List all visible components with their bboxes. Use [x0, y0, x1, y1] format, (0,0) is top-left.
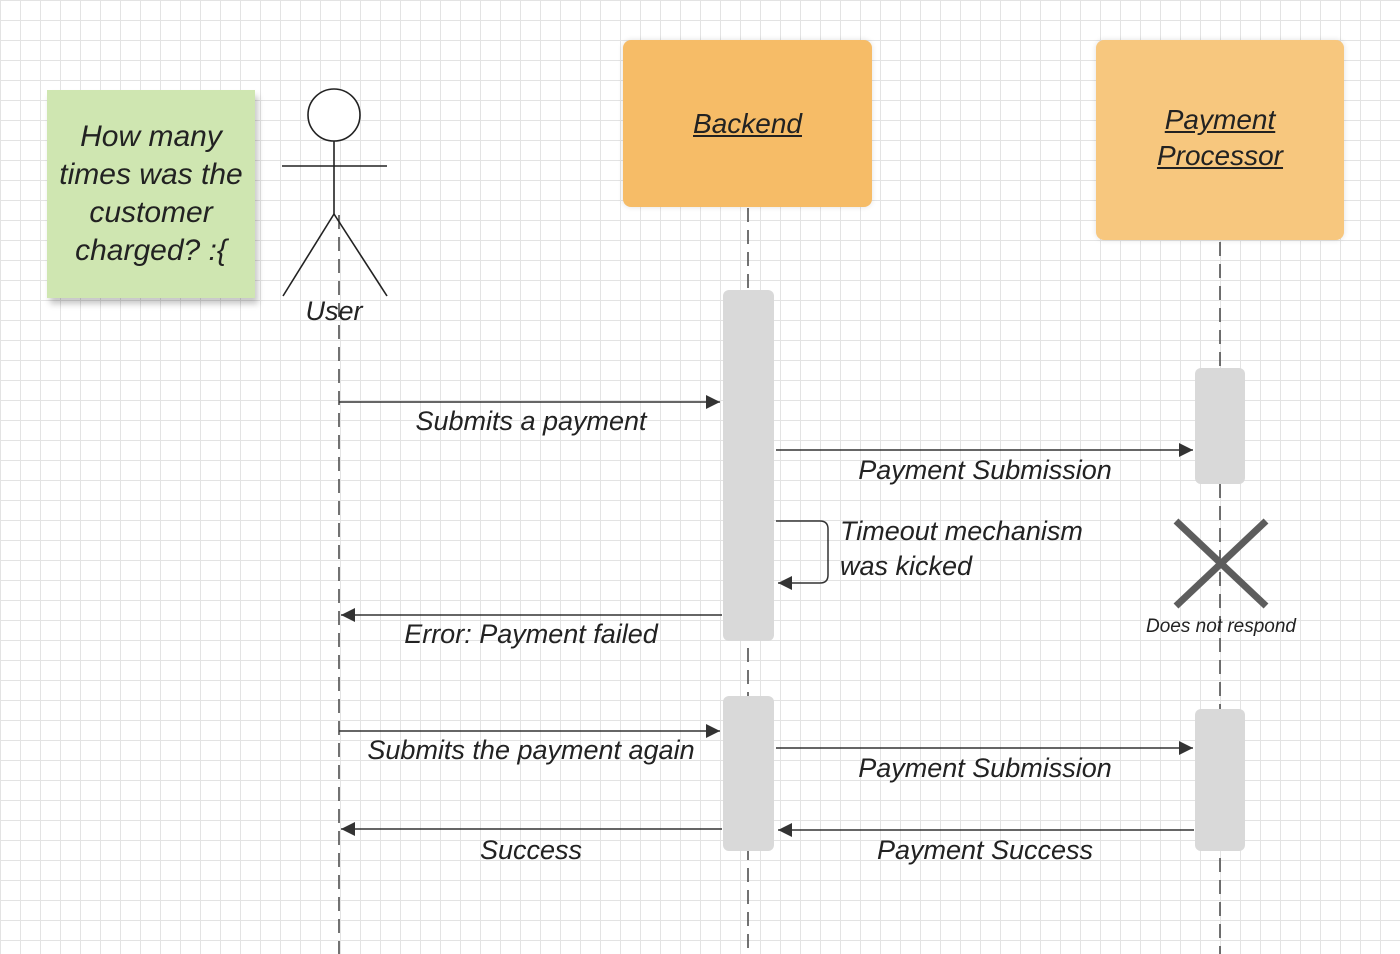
message-label-payment-success: Payment Success [876, 835, 1094, 865]
participant-backend: Backend [623, 40, 872, 207]
user-actor-icon [282, 88, 388, 297]
message-label-submit-again: Submits the payment again [367, 735, 695, 765]
message-label-payment-submission-2: Payment Submission [858, 753, 1112, 783]
user-label: User [305, 296, 363, 326]
processor-activation-1 [1195, 368, 1245, 484]
message-label-timeout-line1: Timeout mechanism [840, 516, 1083, 546]
participant-payment-processor: Payment Processor [1096, 40, 1344, 240]
message-label-success: Success [479, 835, 583, 865]
participant-processor-label: Payment Processor [1156, 104, 1284, 171]
arrow-timeout-self [776, 520, 829, 590]
sticky-note: How many times was the customer charged?… [47, 90, 255, 298]
processor-activation-2 [1195, 709, 1245, 851]
backend-activation-2 [723, 696, 774, 851]
message-label-payment-submission-1: Payment Submission [858, 455, 1112, 485]
message-label-submit: Submits a payment [415, 406, 647, 436]
message-label-timeout-line2: was kicked [840, 551, 973, 581]
participant-backend-label: Backend [693, 107, 802, 139]
sticky-note-text: How many times was the customer charged?… [59, 120, 243, 267]
message-label-error: Error: Payment failed [404, 619, 658, 649]
annotation-no-response: Does not respond [1146, 616, 1296, 637]
no-response-x-icon [1173, 518, 1269, 609]
backend-activation-1 [723, 290, 774, 641]
